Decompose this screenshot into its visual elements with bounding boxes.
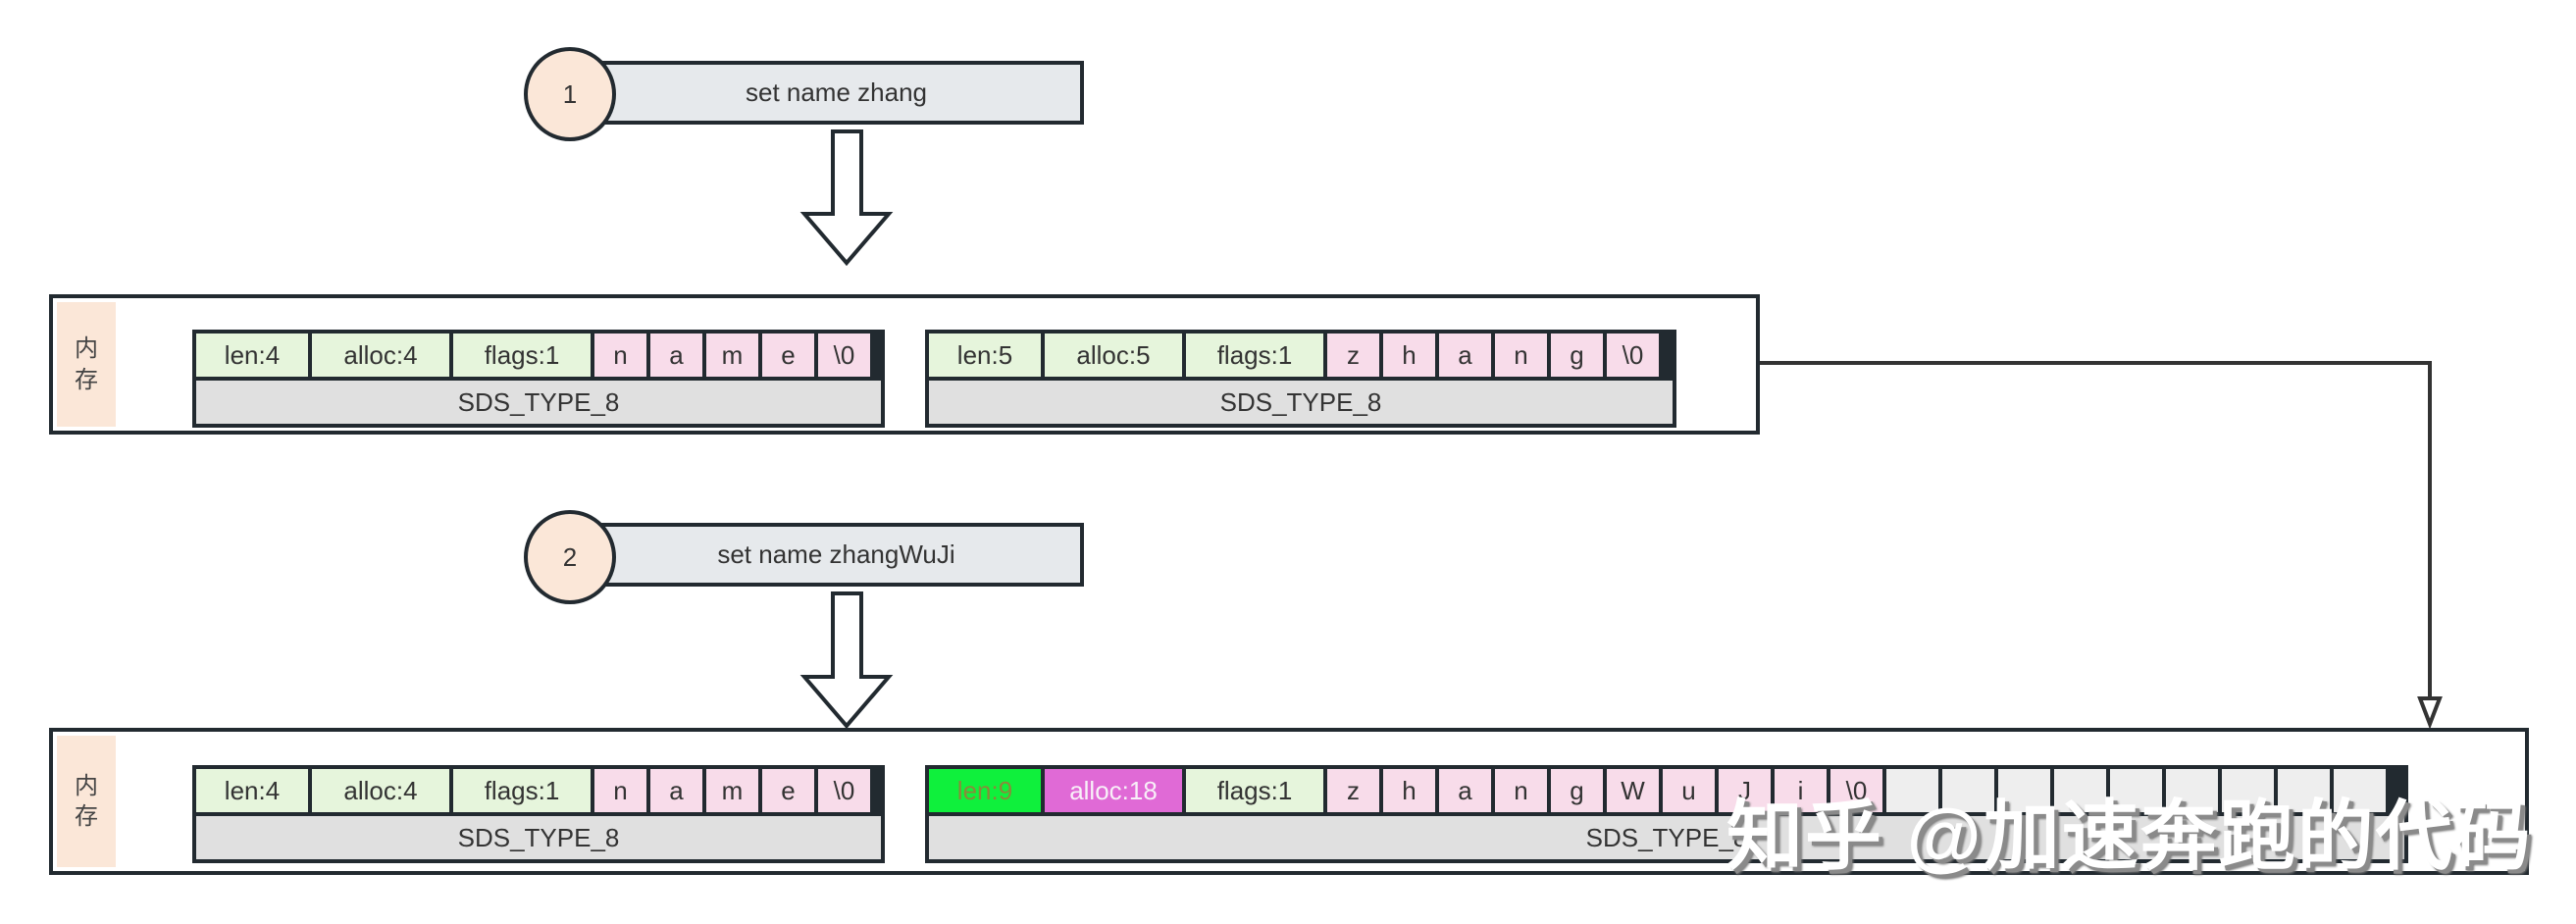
buf-char-cell: a <box>1439 769 1491 812</box>
free-space-cell <box>2166 769 2218 812</box>
free-space-cell <box>1942 769 1994 812</box>
flags-field: flags:1 <box>1186 334 1323 377</box>
null-terminator-cell: \0 <box>818 769 870 812</box>
memory-label-char: 内 <box>75 772 98 799</box>
step-2-badge: 2 <box>524 510 616 604</box>
flags-field: flags:1 <box>453 334 591 377</box>
step-command-text: set name zhangWuJi <box>717 539 955 569</box>
free-space-cell <box>1886 769 1938 812</box>
step-2-command-bar: set name zhangWuJi <box>589 523 1084 587</box>
buf-char-cell: h <box>1383 769 1435 812</box>
alloc-field: alloc:5 <box>1045 334 1182 377</box>
step-number: 1 <box>562 78 578 109</box>
buf-char-cell: m <box>706 769 758 812</box>
buf-char-cell: z <box>1327 769 1379 812</box>
watermark: 知乎 @加速奔跑的代码 <box>1726 793 2533 879</box>
alloc-field: alloc:18 <box>1045 769 1182 812</box>
sds-type-label: SDS_TYPE_8 <box>925 812 2408 863</box>
memory-label-char: 内 <box>75 335 98 363</box>
sds-type-label: SDS_TYPE_8 <box>192 377 885 428</box>
step-1-badge: 1 <box>524 47 616 141</box>
buf-char-cell: e <box>762 334 814 377</box>
free-space-cell <box>2222 769 2274 812</box>
buf-char-cell: h <box>1383 334 1435 377</box>
step-1-command-bar: set name zhang <box>589 61 1084 125</box>
buf-char-cell: i <box>1775 769 1827 812</box>
len-field: len:5 <box>929 334 1041 377</box>
buf-char-cell: a <box>1439 334 1491 377</box>
buf-char-cell: g <box>1551 334 1603 377</box>
null-terminator-cell: \0 <box>1607 334 1659 377</box>
buf-char-cell: n <box>594 769 646 812</box>
buf-char-cell: a <box>650 769 702 812</box>
buf-char-cell: e <box>762 769 814 812</box>
buf-char-cell: m <box>706 334 758 377</box>
buf-char-cell: n <box>594 334 646 377</box>
buf-char-cell: W <box>1607 769 1659 812</box>
free-space-cell <box>2110 769 2162 812</box>
len-field: len:4 <box>196 769 308 812</box>
buf-char-cell: n <box>1495 334 1547 377</box>
sds-type-label: SDS_TYPE_8 <box>925 377 1676 428</box>
alloc-field: alloc:4 <box>312 334 449 377</box>
down-arrow-icon <box>799 591 894 730</box>
flags-field: flags:1 <box>453 769 591 812</box>
sds-type-label: SDS_TYPE_8 <box>192 812 885 863</box>
buf-char-cell: u <box>1663 769 1715 812</box>
buf-char-cell: z <box>1327 334 1379 377</box>
arrowhead-icon <box>2417 696 2443 730</box>
free-space-cell <box>2334 769 2386 812</box>
step-number: 2 <box>562 541 578 572</box>
free-space-cell <box>2278 769 2330 812</box>
len-field: len:4 <box>196 334 308 377</box>
null-terminator-cell: \0 <box>1830 769 1882 812</box>
free-space-cell <box>2054 769 2106 812</box>
buf-char-cell: a <box>650 334 702 377</box>
buf-char-cell: J <box>1719 769 1771 812</box>
null-terminator-cell: \0 <box>818 334 870 377</box>
free-space-cell <box>1998 769 2050 812</box>
down-arrow-icon <box>799 129 894 267</box>
memory-label-char: 存 <box>75 366 98 393</box>
buf-char-cell: g <box>1551 769 1603 812</box>
buf-char-cell: n <box>1495 769 1547 812</box>
flags-field: flags:1 <box>1186 769 1323 812</box>
memory-label: 内 存 <box>57 302 116 427</box>
alloc-field: alloc:4 <box>312 769 449 812</box>
memory-transition-connector <box>1758 361 2432 698</box>
memory-label-char: 存 <box>75 803 98 830</box>
len-field: len:9 <box>929 769 1041 812</box>
memory-label: 内 存 <box>57 736 116 867</box>
step-command-text: set name zhang <box>745 77 927 107</box>
